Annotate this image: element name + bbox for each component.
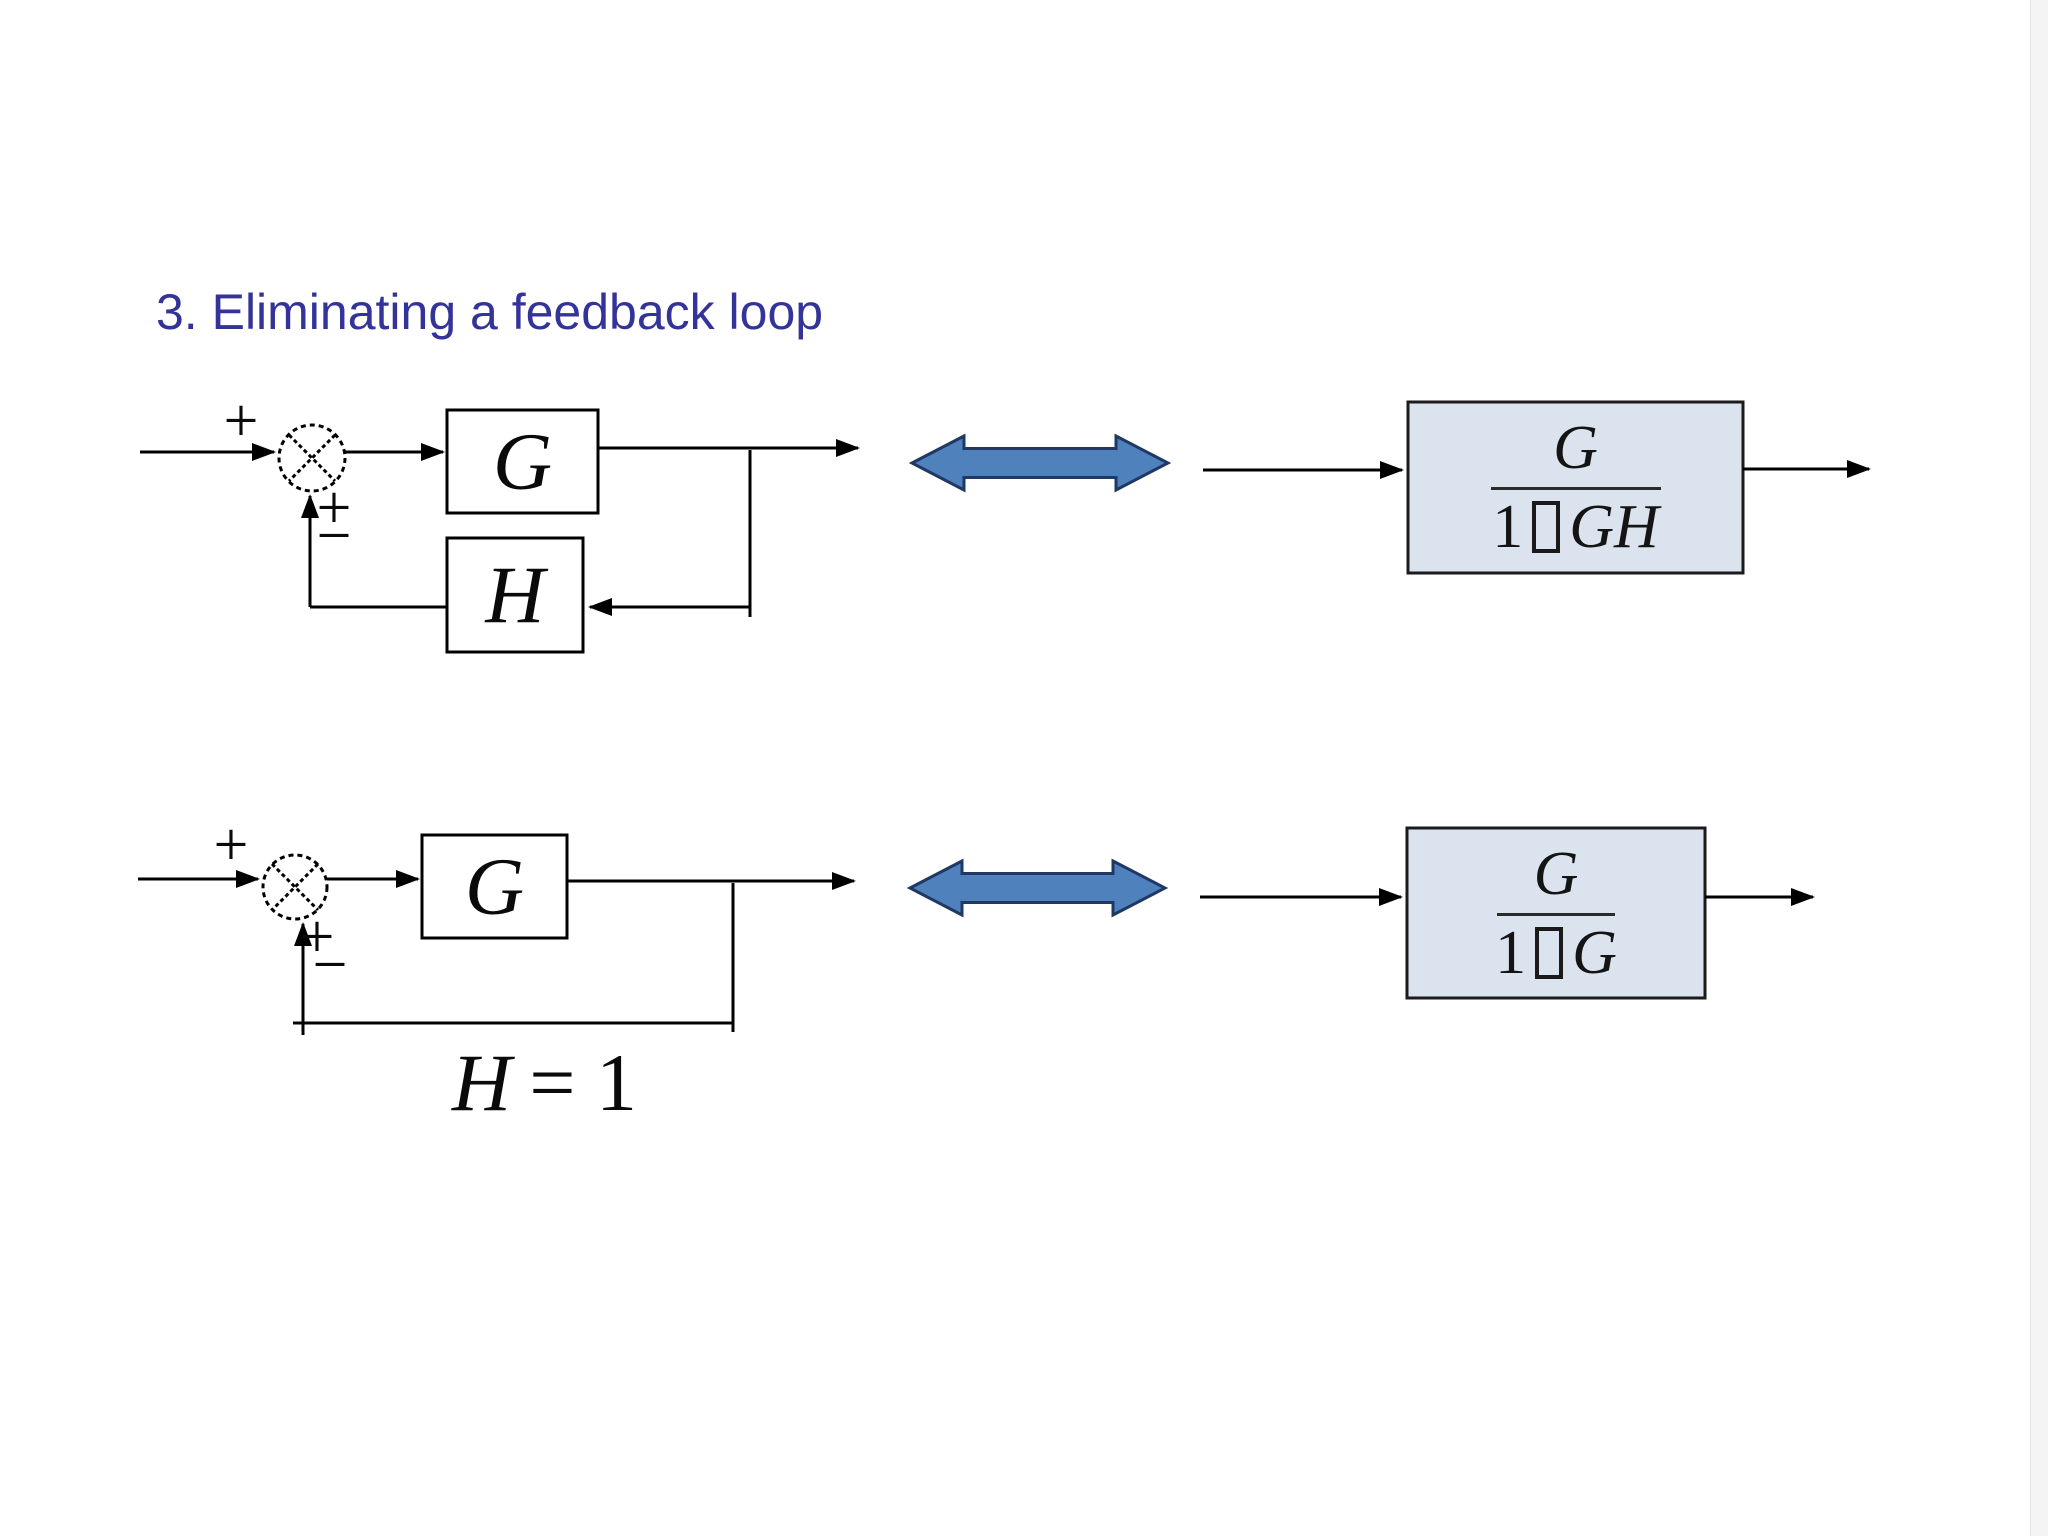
d1-h-block-label: H (485, 549, 545, 640)
d2-summing-junction-x2 (270, 862, 320, 912)
d1-equivalence-double-arrow (908, 433, 1172, 493)
d1-feedback-plus-sign: + (316, 474, 352, 542)
d2-input-plus-sign: + (213, 811, 249, 879)
d2-tf-denominator-one: 1 (1495, 918, 1527, 987)
d2-tf-numerator: G (1533, 839, 1579, 908)
d2-note-variable: H (452, 1037, 512, 1128)
d1-missing-glyph-box-icon (1532, 501, 1561, 553)
d1-summing-junction-x1 (287, 433, 337, 483)
d2-feedback-minus-sign: − (312, 931, 348, 999)
diagram2-block-diagram (138, 833, 856, 1035)
d2-missing-glyph-box-icon (1535, 926, 1564, 979)
diagram1-block-diagram (140, 408, 860, 654)
d2-feedback-plus-sign: + (299, 903, 335, 971)
d1-tf-numerator: G (1553, 414, 1598, 482)
d2-g-block-label: G (464, 840, 525, 932)
d1-tf-denominator-gh: GH (1569, 493, 1659, 561)
d2-equivalence-double-arrow (906, 858, 1169, 918)
d1-input-plus-sign: + (223, 387, 259, 455)
d1-tf-denominator-one: 1 (1492, 493, 1524, 561)
d1-equivalent-transfer-function: G 1 GH (1408, 402, 1743, 573)
d2-note-value: = 1 (529, 1037, 637, 1128)
d2-tf-denominator-g: G (1572, 918, 1617, 987)
d1-g-block-label: G (492, 415, 553, 507)
d1-h-block-box (445, 536, 585, 654)
slide-right-edge (2030, 0, 2048, 1536)
d1-g-block-box (445, 408, 600, 515)
d2-equivalent-transfer-function: G 1 G (1407, 828, 1705, 998)
d2-g-block-box (420, 833, 569, 940)
d2-unity-feedback-note: H= 1 (452, 1042, 637, 1124)
d1-feedback-minus-sign: − (316, 502, 352, 570)
d2-tf-fraction-bar (1497, 912, 1615, 916)
d1-tf-fraction-bar (1490, 487, 1661, 490)
page-title: 3. Eliminating a feedback loop (156, 284, 824, 340)
d1-summing-junction-x2 (287, 433, 337, 483)
d2-summing-junction-x1 (270, 862, 320, 912)
